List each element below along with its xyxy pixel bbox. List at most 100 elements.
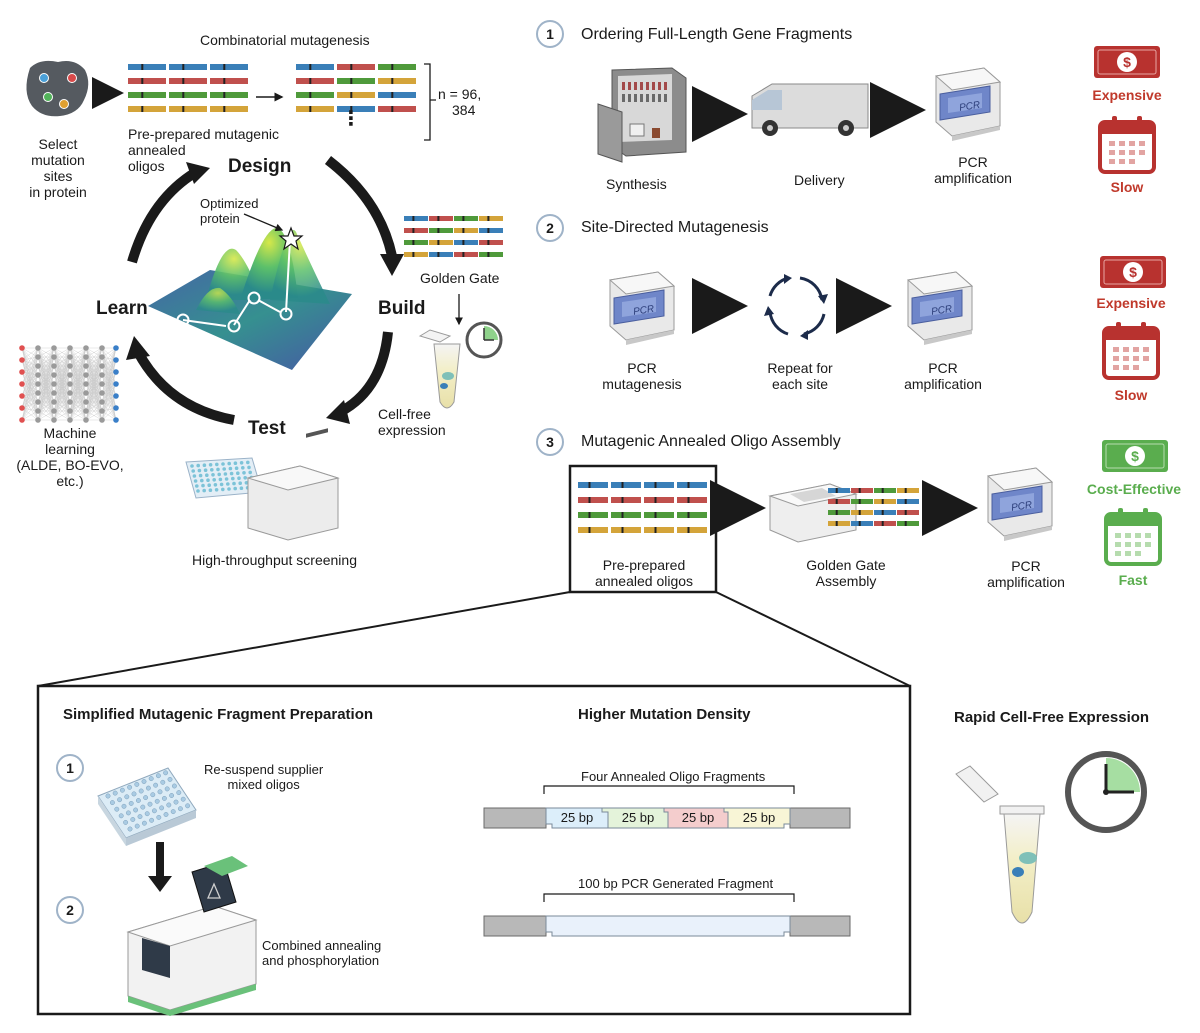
well (169, 793, 175, 798)
arrow-design-to-build (324, 156, 397, 258)
speed-slow-2: Slow (1114, 387, 1148, 403)
well (128, 800, 134, 806)
well (161, 795, 167, 801)
oligo-segment (644, 482, 674, 488)
mutation-mark (621, 527, 624, 533)
well (176, 790, 182, 796)
mutation-mark (487, 252, 490, 257)
oligo-segment (128, 106, 166, 112)
mutation-mark (182, 106, 185, 112)
oligo-segment (851, 499, 873, 504)
oligo-segment (378, 78, 416, 84)
well (221, 487, 225, 492)
oligo-segment (644, 512, 674, 518)
well (133, 807, 139, 813)
well (124, 794, 130, 800)
mutation-mark (588, 497, 591, 503)
nn-node (113, 417, 119, 423)
well (166, 802, 172, 808)
well (244, 481, 249, 485)
well (202, 488, 206, 493)
nn-node (19, 381, 25, 387)
pcr-machine-icon: PCR (935, 67, 1001, 142)
mutation-mark (835, 521, 838, 526)
mutation-mark (588, 512, 591, 518)
oligo-segment (578, 512, 608, 518)
well (214, 488, 219, 492)
dollar-icon-expensive-1 (1093, 45, 1161, 79)
oligo-segment (429, 228, 453, 233)
golden-gate-label: Golden Gate (420, 270, 500, 286)
well (159, 805, 165, 811)
rapid-header: Rapid Cell-Free Expression (954, 709, 1150, 726)
oligo-segment (169, 64, 207, 70)
nn-node (113, 405, 119, 411)
mutation-mark (487, 240, 490, 245)
oligo-segment (128, 64, 166, 70)
combinatorial-label: Combinatorial mutagenesis (200, 32, 370, 48)
mutation-mark (462, 216, 465, 221)
mutation-mark (904, 521, 907, 526)
oligo-segment (874, 510, 896, 515)
hts-plate-icon (185, 457, 263, 499)
mutation-mark (904, 510, 907, 515)
fitness-landscape (148, 228, 352, 370)
well (177, 806, 183, 812)
well (156, 814, 162, 820)
oligo-segment (479, 228, 503, 233)
well (130, 817, 136, 822)
well (238, 481, 242, 486)
well (219, 482, 224, 487)
calendar-icon-fast (1104, 506, 1162, 566)
oligo-segment (828, 521, 850, 526)
well (114, 806, 120, 812)
mutation-mark (904, 499, 907, 504)
nn-node (99, 381, 105, 387)
mutation-mark (437, 240, 440, 245)
bracket-four-fragments (543, 785, 795, 794)
well (241, 466, 245, 470)
well (123, 819, 129, 825)
oligo-segment (210, 64, 248, 70)
mutation-mark (391, 106, 394, 112)
oligo-segment (296, 78, 334, 84)
well (210, 468, 214, 472)
cost-expensive-2: Expensive (1096, 295, 1166, 311)
nn-node (67, 363, 73, 369)
nn-node (51, 390, 57, 396)
mutation-mark (223, 64, 226, 70)
mutation-mark (350, 64, 353, 70)
oligo-segment (210, 78, 248, 84)
well (119, 787, 125, 793)
oligo-segment (337, 92, 375, 98)
oligo-segment (644, 497, 674, 503)
mutation-mark (858, 521, 861, 526)
nn-node (99, 345, 105, 351)
prep-step-2-number: 2 (56, 896, 84, 924)
oligo-segment (337, 78, 375, 84)
nn-node (113, 393, 119, 399)
library-size-label: n = 96,384 (438, 86, 482, 118)
nn-node (67, 345, 73, 351)
well (117, 797, 123, 803)
well (196, 489, 200, 493)
nn-node (67, 417, 73, 423)
oligo-segment (851, 521, 873, 526)
nn-node (19, 345, 25, 351)
zoom-line-left (37, 591, 571, 687)
mutation-mark (654, 527, 657, 533)
pcr-machine-icon: PCR (987, 467, 1053, 542)
well (131, 791, 137, 797)
method-1-title: Ordering Full-Length Gene Fragments (581, 26, 853, 43)
well (157, 789, 163, 795)
well (236, 471, 240, 476)
well (112, 790, 118, 796)
mutation-mark (412, 252, 415, 257)
oligo-segment (210, 106, 248, 112)
oligo-rows-prepared (128, 64, 248, 112)
mutation-mark (182, 64, 185, 70)
